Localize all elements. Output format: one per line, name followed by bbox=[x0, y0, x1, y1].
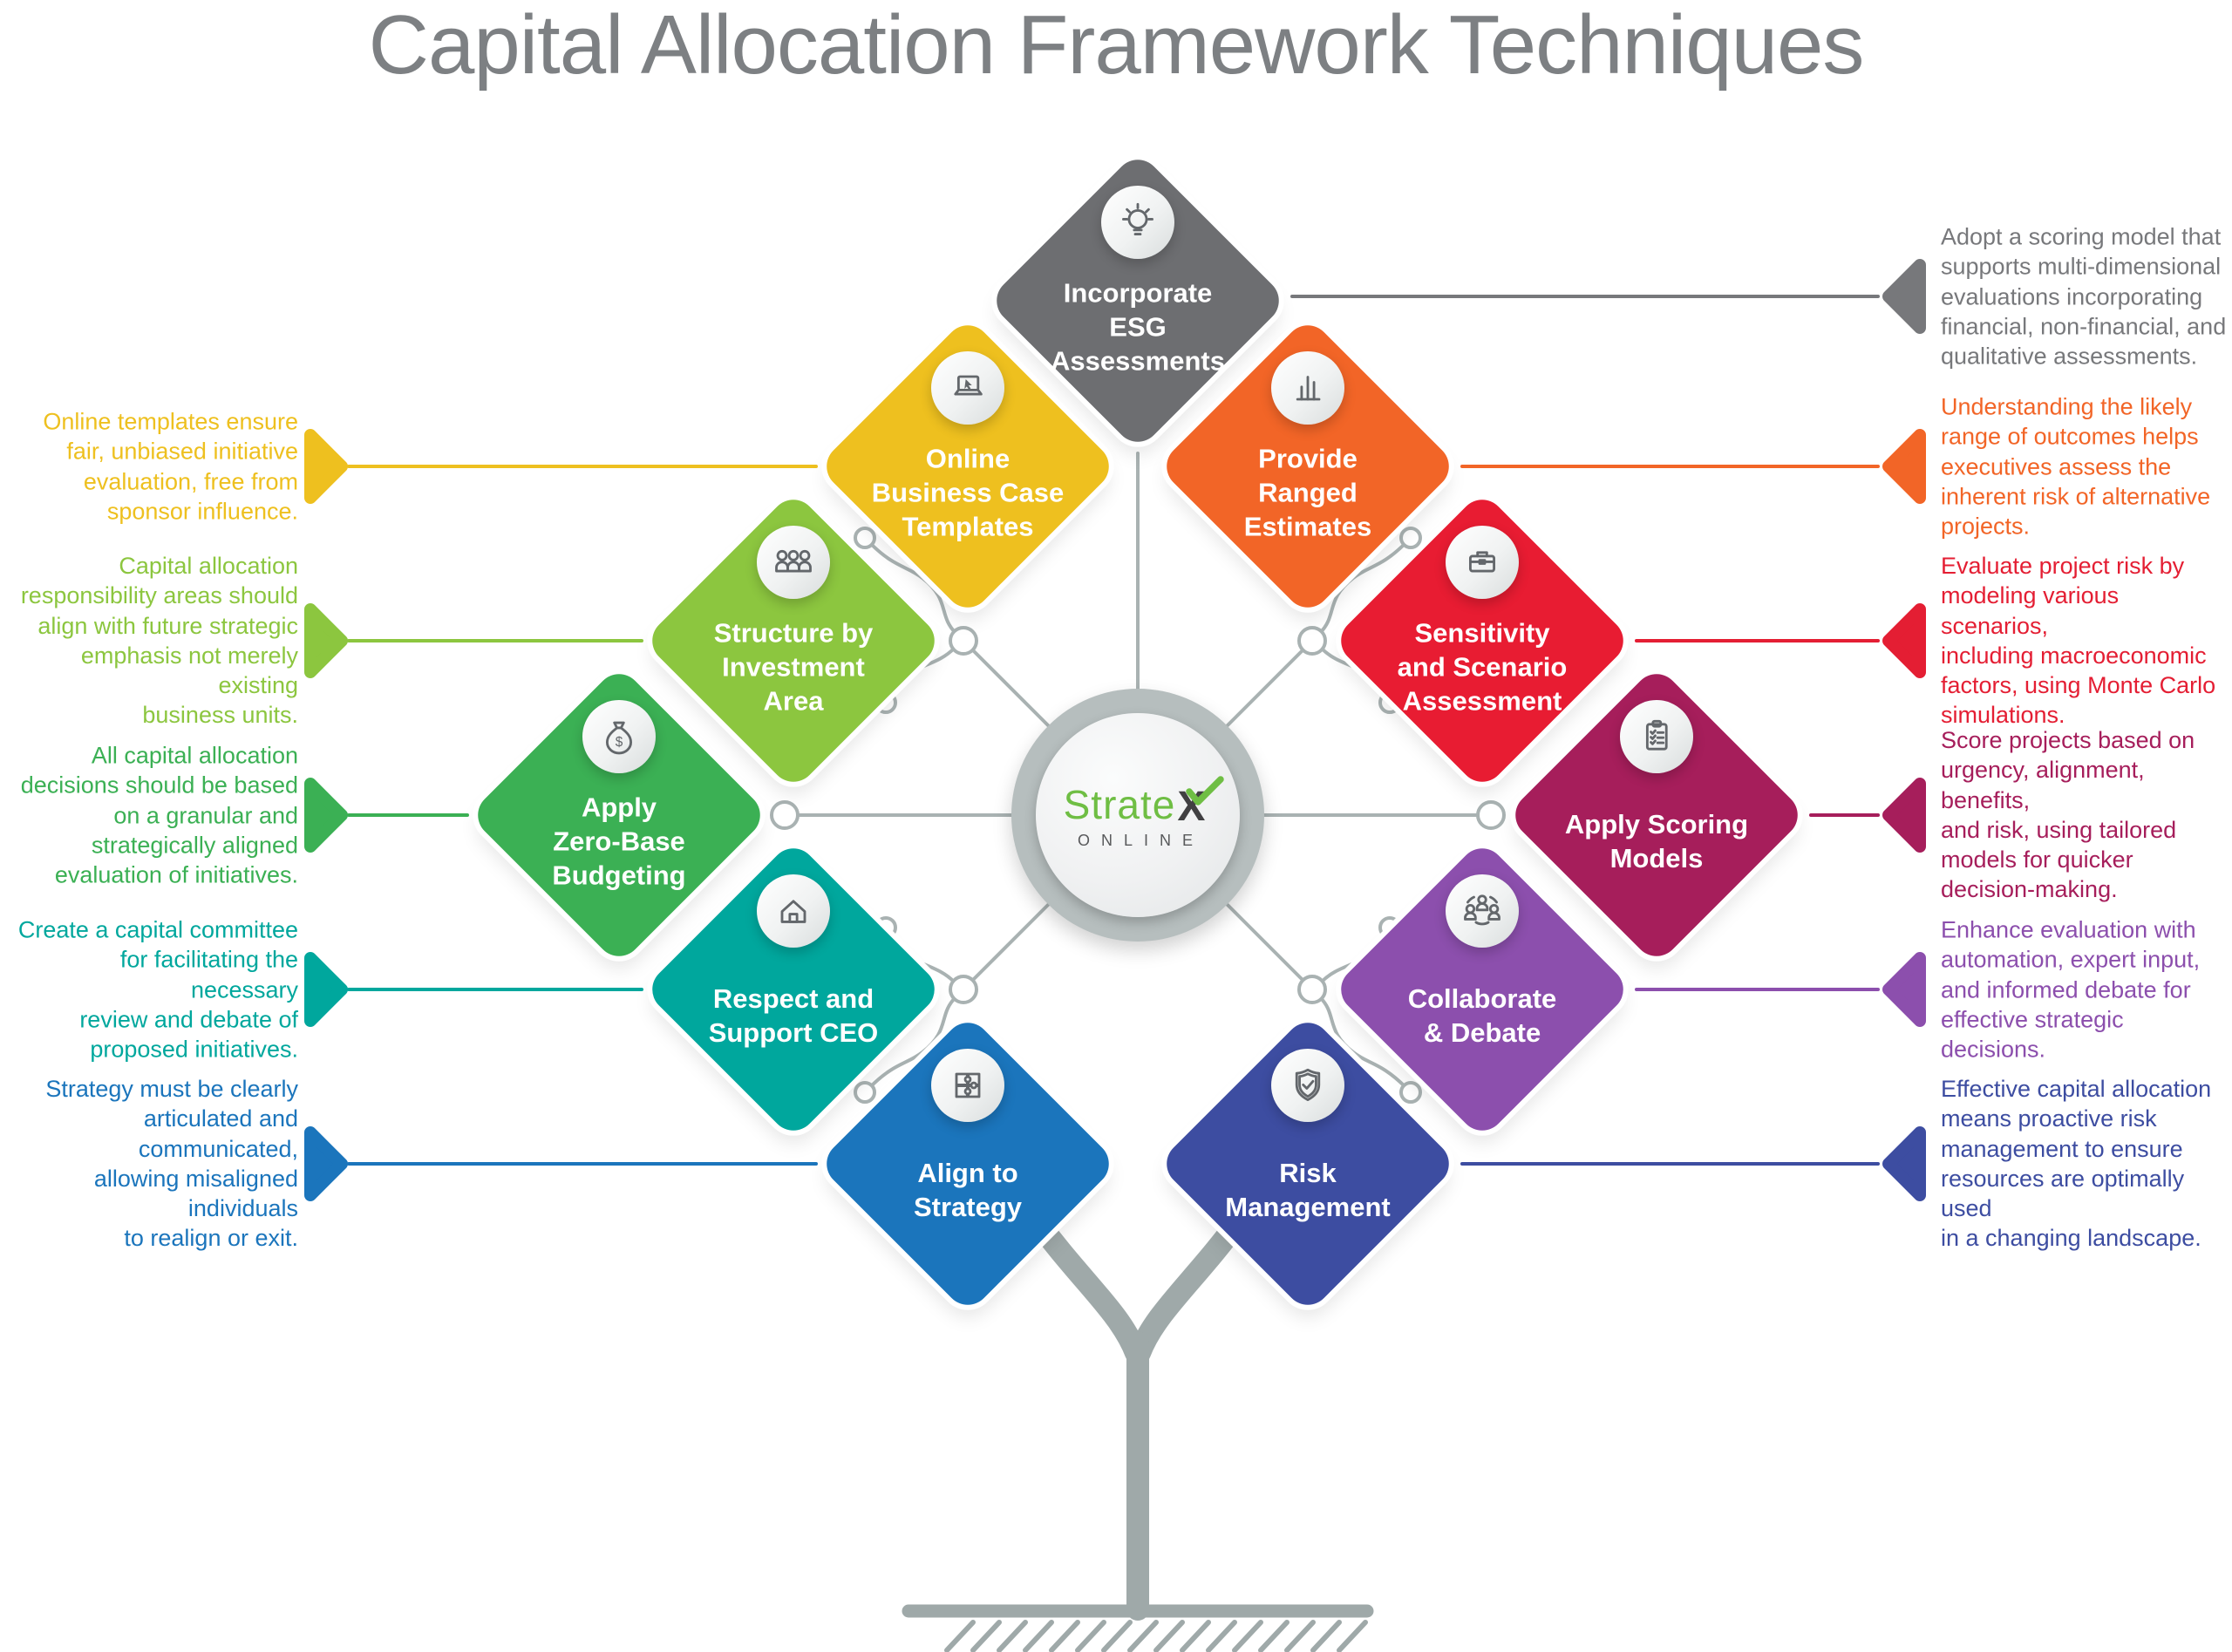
annotation-clear-strategy: Strategy must be clearly articulated and… bbox=[45, 1076, 298, 1252]
node-label: Apply Scoring Models bbox=[1564, 808, 1749, 874]
logo-subtitle: ONLINE bbox=[1077, 831, 1205, 849]
money-bag-icon: $ bbox=[582, 700, 656, 773]
annotation-capital-committee: Create a capital committee for facilitat… bbox=[17, 916, 298, 1063]
node-ring-small bbox=[1399, 527, 1422, 549]
node-incorporate-esg: Incorporate ESG Assessments bbox=[987, 150, 1289, 452]
node-ring-small bbox=[1399, 1081, 1422, 1104]
squiggle-ne-a bbox=[1318, 541, 1407, 635]
node-ring-small bbox=[854, 1081, 876, 1104]
node-online-templates: Online Business Case Templates bbox=[817, 316, 1119, 617]
logo-x-mark: X bbox=[1177, 775, 1225, 828]
arrow-right-icon bbox=[302, 601, 349, 681]
check-icon bbox=[1186, 775, 1225, 806]
annotation-range-outcomes: Understanding the likely range of outcom… bbox=[1941, 393, 2211, 540]
annotation-line bbox=[347, 639, 643, 642]
people-group-icon bbox=[757, 526, 830, 599]
page-title: Capital Allocation Framework Techniques bbox=[368, 0, 1865, 92]
node-support-ceo: Respect and Support CEO bbox=[643, 839, 944, 1140]
bar-chart-icon bbox=[1271, 351, 1344, 425]
connector-sw bbox=[971, 902, 1051, 982]
laptop-cursor-icon bbox=[931, 351, 1004, 425]
connector-ne bbox=[1225, 649, 1304, 728]
node-label: Sensitivity and Scenario Assessment bbox=[1397, 617, 1568, 717]
arrow-right-icon bbox=[302, 775, 349, 855]
annotation-score-projects: Score projects based on urgency, alignme… bbox=[1941, 727, 2195, 903]
node-label: Apply Zero-Base Budgeting bbox=[552, 792, 686, 891]
squiggle-sw-a bbox=[868, 996, 957, 1089]
annotation-line bbox=[1460, 465, 1880, 468]
annotation-line bbox=[1635, 639, 1880, 642]
node-risk-management: Risk Management bbox=[1157, 1013, 1459, 1315]
annotation-line bbox=[347, 1162, 818, 1166]
node-ring-small bbox=[854, 527, 876, 549]
node-sensitivity-scenario: Sensitivity and Scenario Assessment bbox=[1331, 490, 1633, 792]
house-icon bbox=[757, 874, 830, 948]
svg-text:$: $ bbox=[616, 735, 623, 750]
node-align-strategy: Align to Strategy bbox=[817, 1013, 1119, 1315]
squiggle-se-a bbox=[1318, 996, 1407, 1089]
annotation-granular-decisions: All capital allocation decisions should … bbox=[20, 742, 298, 888]
annotation-proactive-risk: Effective capital allocation means proac… bbox=[1941, 1076, 2212, 1252]
annotation-line bbox=[1809, 813, 1880, 817]
lightbulb-icon bbox=[1101, 186, 1174, 259]
node-ring bbox=[1297, 975, 1327, 1004]
arrow-right-icon bbox=[302, 1124, 349, 1204]
node-label: Respect and Support CEO bbox=[708, 982, 879, 1048]
node-label: Online Business Case Templates bbox=[871, 443, 1065, 542]
collaboration-icon bbox=[1446, 874, 1519, 948]
annotation-responsibility-areas: Capital allocation responsibility areas … bbox=[20, 553, 298, 729]
node-ring bbox=[1297, 626, 1327, 656]
annotation-line bbox=[347, 465, 818, 468]
puzzle-icon bbox=[931, 1049, 1004, 1122]
annotation-online-templates: Online templates ensure fair, unbiased i… bbox=[43, 408, 298, 525]
arrow-left-icon bbox=[1882, 1124, 1929, 1204]
node-ring bbox=[1476, 800, 1506, 830]
arrow-left-icon bbox=[1882, 601, 1929, 681]
arrow-left-icon bbox=[1882, 256, 1929, 337]
arrow-left-icon bbox=[1882, 775, 1929, 855]
connector-se bbox=[1225, 902, 1304, 982]
arrow-right-icon bbox=[302, 949, 349, 1030]
node-ranged-estimates: Provide Ranged Estimates bbox=[1157, 316, 1459, 617]
node-label: Provide Ranged Estimates bbox=[1243, 443, 1372, 542]
arrow-left-icon bbox=[1882, 949, 1929, 1030]
annotation-line bbox=[1635, 988, 1880, 991]
shield-check-icon bbox=[1271, 1049, 1344, 1122]
node-label: Align to Strategy bbox=[913, 1157, 1023, 1222]
annotation-scoring-model: Adopt a scoring model that supports mult… bbox=[1941, 223, 2227, 370]
arrow-left-icon bbox=[1882, 426, 1929, 506]
briefcase-icon bbox=[1446, 526, 1519, 599]
node-label: Structure by Investment Area bbox=[713, 617, 874, 717]
node-zero-base-budgeting: $ Apply Zero-Base Budgeting bbox=[468, 664, 770, 966]
node-collaborate-debate: Collaborate & Debate bbox=[1331, 839, 1633, 1140]
squiggle-nw-a bbox=[868, 541, 957, 635]
tree-trunk bbox=[902, 1206, 1374, 1652]
node-ring bbox=[949, 626, 978, 656]
node-ring bbox=[949, 975, 978, 1004]
node-scoring-models: Apply Scoring Models bbox=[1506, 664, 1807, 966]
central-hub-ring: Strate X ONLINE bbox=[1011, 689, 1264, 942]
annotation-monte-carlo: Evaluate project risk by modeling variou… bbox=[1941, 553, 2216, 729]
stratex-logo: Strate X ONLINE bbox=[1036, 713, 1240, 917]
connector-nw bbox=[971, 649, 1051, 728]
arrow-right-icon bbox=[302, 426, 349, 506]
node-structure-investment: Structure by Investment Area bbox=[643, 490, 944, 792]
node-ring bbox=[770, 800, 800, 830]
annotation-line bbox=[347, 813, 469, 817]
logo-brand-text: Strate bbox=[1063, 781, 1176, 827]
clipboard-checklist-icon bbox=[1620, 700, 1693, 773]
annotation-line bbox=[1290, 295, 1880, 298]
annotation-line bbox=[347, 988, 643, 991]
ground-hatching bbox=[944, 1620, 1368, 1652]
annotation-enhance-evaluation: Enhance evaluation with automation, expe… bbox=[1941, 916, 2201, 1063]
node-label: Collaborate & Debate bbox=[1407, 982, 1557, 1048]
node-label: Risk Management bbox=[1225, 1157, 1391, 1222]
annotation-line bbox=[1460, 1162, 1880, 1166]
